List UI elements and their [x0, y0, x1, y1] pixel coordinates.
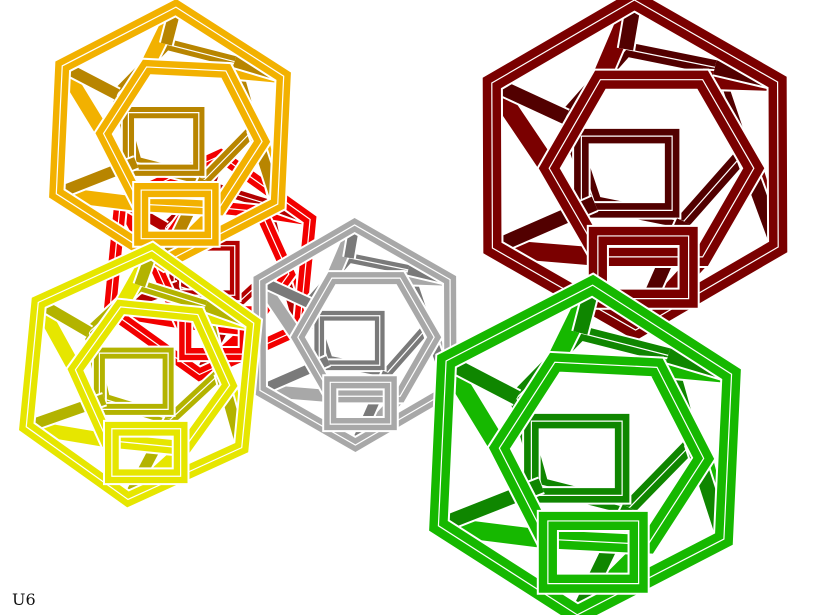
maroon-cell: [492, 0, 778, 330]
gray-cell: [260, 225, 451, 445]
yellow-cell: [26, 251, 254, 500]
green-cell: [438, 285, 731, 615]
figure-caption: U6: [12, 590, 36, 609]
